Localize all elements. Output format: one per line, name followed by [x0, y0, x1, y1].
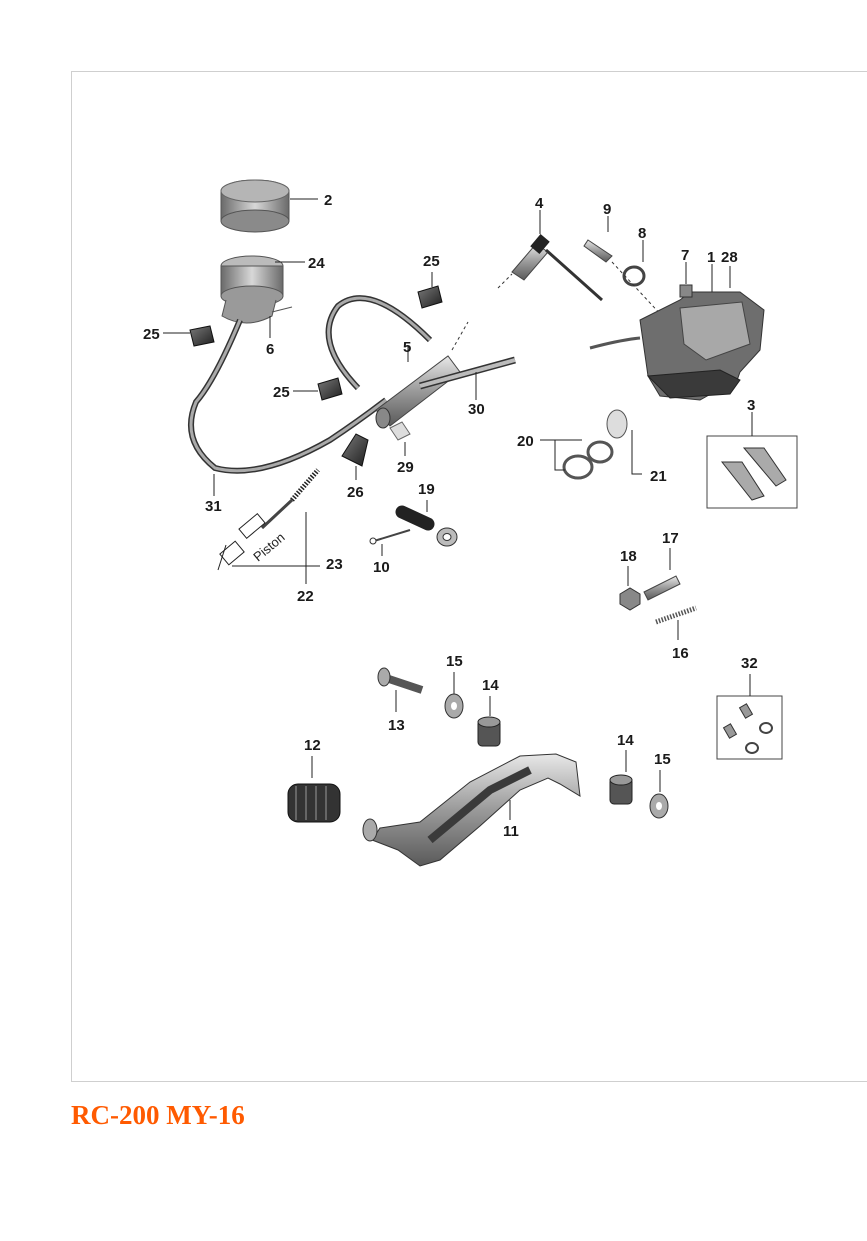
callout-6: 6 [266, 341, 274, 358]
brake-caliper-part [589, 262, 765, 401]
reservoir-cap-part [220, 179, 318, 233]
callout-17: 17 [662, 530, 679, 547]
callout-labels: 1 2 3 4 5 6 7 8 9 10 11 12 13 14 14 15 1… [143, 192, 758, 840]
callout-7: 7 [681, 247, 689, 264]
callout-26: 26 [347, 484, 364, 501]
callout-22: 22 [297, 588, 314, 605]
clip-part [341, 433, 369, 480]
callout-13: 13 [388, 717, 405, 734]
callout-14a: 14 [482, 677, 499, 694]
callout-21: 21 [650, 468, 667, 485]
diagram-frame [71, 71, 867, 1082]
bolt-nut-spring-part [619, 548, 697, 640]
piston-text: Piston [250, 530, 287, 565]
callout-28: 28 [721, 249, 738, 266]
callout-25b: 25 [423, 253, 440, 270]
callout-10: 10 [373, 559, 390, 576]
pedal-rubber-part [287, 756, 341, 823]
callout-30: 30 [468, 401, 485, 418]
callout-16: 16 [672, 645, 689, 662]
callout-9: 9 [603, 201, 611, 218]
callout-31: 31 [205, 498, 222, 515]
callout-23: 23 [326, 556, 343, 573]
washer-part [444, 672, 669, 819]
push-rod-part [419, 356, 516, 400]
callout-24: 24 [308, 255, 325, 272]
brake-fluid-reservoir-part [220, 255, 305, 338]
brake-pedal-part [362, 753, 581, 867]
callout-20: 20 [517, 433, 534, 450]
pin-and-bushing-part [369, 500, 458, 556]
reservoir-hose-part [188, 318, 388, 496]
bushing-part [477, 696, 633, 805]
model-title: RC-200 MY-16 [71, 1100, 245, 1130]
callout-12: 12 [304, 737, 321, 754]
callout-3: 3 [747, 397, 755, 414]
master-cylinder-part [325, 295, 469, 429]
pedal-bolt-part [377, 667, 424, 712]
callout-11: 11 [503, 823, 519, 840]
callout-15b: 15 [654, 751, 671, 768]
piston-seals-part [540, 409, 642, 480]
callout-29: 29 [397, 459, 414, 476]
callout-19: 19 [418, 481, 435, 498]
callout-8: 8 [638, 225, 646, 242]
callout-15a: 15 [446, 653, 463, 670]
callout-25c: 25 [273, 384, 290, 401]
callout-32: 32 [741, 655, 758, 672]
brake-pads-part [706, 412, 798, 509]
sleeve-part [389, 421, 411, 456]
callout-14b: 14 [617, 732, 634, 749]
brake-line-fittings-part [497, 210, 665, 319]
callout-5: 5 [403, 339, 411, 356]
hose-clip-part [163, 272, 443, 401]
callout-25a: 25 [143, 326, 160, 343]
callout-4: 4 [535, 195, 544, 212]
fastener-kit-part [716, 674, 783, 760]
piston-kit-part: Piston [217, 468, 320, 584]
callout-2: 2 [324, 192, 332, 209]
callout-1: 1 [707, 249, 715, 266]
callout-18: 18 [620, 548, 637, 565]
